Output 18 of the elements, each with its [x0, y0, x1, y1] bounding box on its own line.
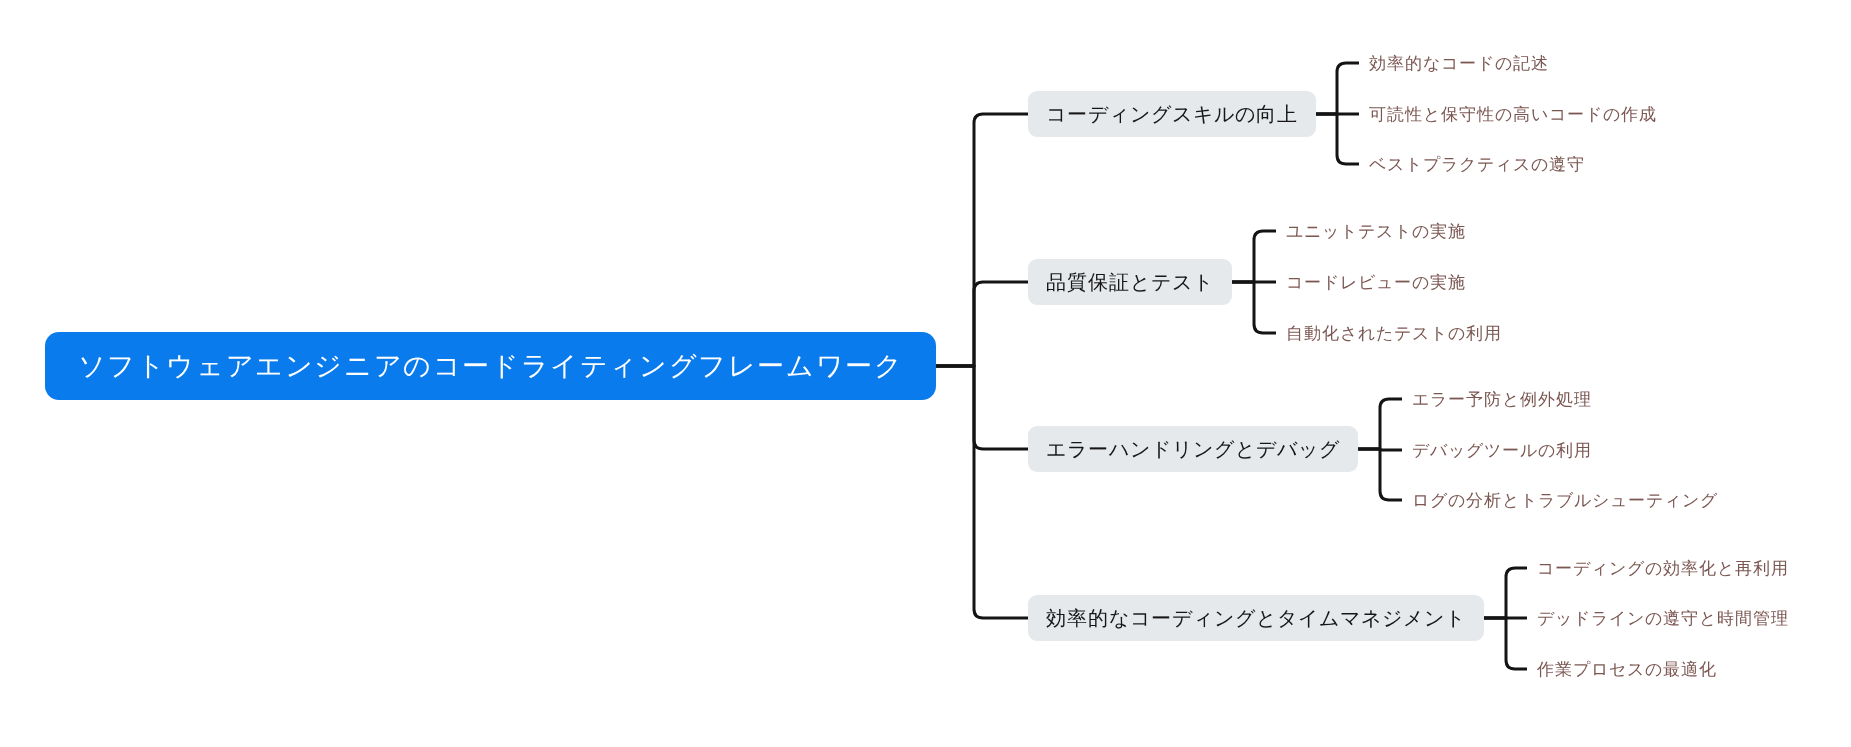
- subtopic-label: ユニットテストの実施: [1276, 218, 1466, 244]
- subtopic-label: 効率的なコードの記述: [1359, 50, 1549, 76]
- branch-topic: 品質保証とテスト: [1028, 259, 1232, 305]
- subtopic-label: コードレビューの実施: [1276, 269, 1466, 295]
- central-topic: ソフトウェアエンジニアのコードライティングフレームワーク: [45, 332, 936, 400]
- branch-topic: エラーハンドリングとデバッグ: [1028, 426, 1358, 472]
- branch-topic: 効率的なコーディングとタイムマネジメント: [1028, 595, 1484, 641]
- subtopic-label: 作業プロセスの最適化: [1527, 656, 1717, 682]
- subtopic-label: ベストプラクティスの遵守: [1359, 151, 1585, 177]
- subtopic-label: コーディングの効率化と再利用: [1527, 555, 1789, 581]
- subtopic-label: 可読性と保守性の高いコードの作成: [1359, 101, 1657, 127]
- subtopic-label: デバッグツールの利用: [1402, 437, 1592, 463]
- subtopic-label: ログの分析とトラブルシューティング: [1402, 487, 1718, 513]
- subtopic-label: 自動化されたテストの利用: [1276, 320, 1502, 346]
- connector-line: [936, 364, 1028, 620]
- subtopic-label: エラー予防と例外処理: [1402, 386, 1592, 412]
- branch-topic: コーディングスキルの向上: [1028, 91, 1316, 137]
- subtopic-label: デッドラインの遵守と時間管理: [1527, 605, 1789, 631]
